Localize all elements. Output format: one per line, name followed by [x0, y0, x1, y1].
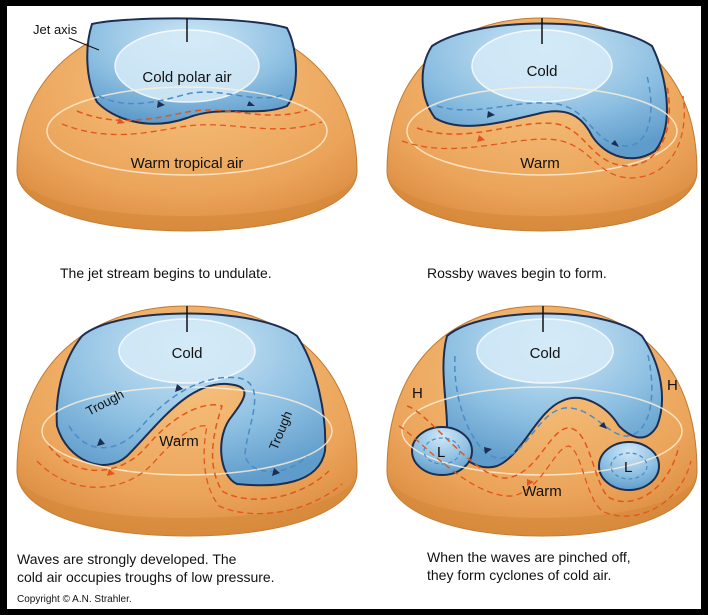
copyright-notice: Copyright © A.N. Strahler.: [17, 594, 132, 605]
low-pressure-label: L: [624, 459, 632, 476]
cold-air-label: Cold: [172, 345, 203, 362]
panel-caption: Waves are strongly developed. The: [17, 551, 237, 567]
low-pressure-label: L: [437, 444, 445, 461]
panel-3: Cold Trough Trough Warm Waves are strong…: [17, 306, 357, 585]
cold-air-label: Cold: [530, 345, 561, 362]
panel-1: Jet axis Cold polar air Warm tropical ai…: [17, 18, 357, 281]
cold-air-label: Cold: [527, 63, 558, 80]
cold-air-label: Cold polar air: [142, 69, 231, 86]
high-pressure-label: H: [412, 385, 423, 402]
panel-caption: When the waves are pinched off,: [427, 549, 631, 565]
panel-caption: The jet stream begins to undulate.: [60, 265, 272, 281]
panel-caption: cold air occupies troughs of low pressur…: [17, 569, 275, 585]
warm-air-label: Warm: [159, 433, 198, 450]
warm-air-label: Warm: [520, 155, 559, 172]
panel-4: Cold H H L L Warm When the waves are pin…: [387, 306, 697, 583]
warm-air-label: Warm tropical air: [131, 155, 244, 172]
jet-stream-figure: Jet axis Cold polar air Warm tropical ai…: [7, 6, 701, 609]
high-pressure-label: H: [667, 377, 678, 394]
panel-2: Cold Warm Rossby waves begin to form.: [387, 18, 697, 281]
jet-axis-label: Jet axis: [33, 22, 78, 37]
warm-air-label: Warm: [522, 483, 561, 500]
panel-caption: they form cyclones of cold air.: [427, 567, 611, 583]
panel-caption: Rossby waves begin to form.: [427, 265, 607, 281]
figure-frame: Jet axis Cold polar air Warm tropical ai…: [7, 6, 701, 609]
